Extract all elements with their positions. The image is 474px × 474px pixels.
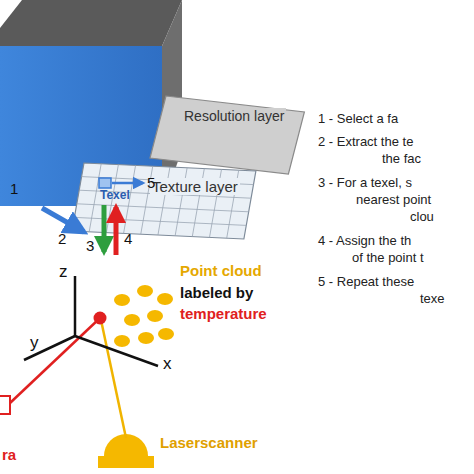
selected-point — [94, 312, 107, 325]
step-text: 3 - For a texel, s — [318, 176, 412, 191]
callout-number: 3 — [86, 237, 94, 254]
callout-number: 5 — [147, 174, 155, 191]
box-top-face — [0, 0, 182, 46]
point — [114, 335, 130, 347]
step-text: 2 - Extract the te — [318, 135, 413, 150]
point-cloud-label: labeled by — [180, 284, 253, 301]
point — [137, 285, 153, 297]
node-label: Texture layer — [150, 178, 240, 195]
axis-label: y — [30, 333, 39, 353]
node-label: Resolution layer — [182, 108, 286, 124]
step-text: 1 - Select a fa — [318, 112, 398, 127]
point-cloud-label: Point cloud — [180, 262, 262, 279]
projection-arrow — [42, 208, 84, 232]
tex-shape — [72, 163, 256, 239]
search-arrow — [102, 205, 107, 252]
step-text: of the point t — [352, 251, 424, 266]
step-text: nearest point — [356, 193, 431, 208]
point-cloud-label: temperature — [180, 305, 267, 322]
step-text: the fac — [382, 152, 421, 167]
camera-symbol — [0, 396, 10, 414]
step-text: texe — [420, 292, 445, 307]
resolution-layer-plane: Resolution layer — [150, 96, 304, 174]
scanner-base — [98, 456, 154, 468]
camera-label: ra — [2, 446, 16, 463]
point — [157, 293, 173, 305]
axis-label: z — [59, 262, 68, 282]
point — [114, 294, 130, 306]
callout-number: 4 — [124, 230, 132, 247]
texel-label: Texel — [100, 189, 130, 203]
step-text: 5 - Repeat these — [318, 275, 414, 290]
z-axis — [74, 276, 77, 336]
point — [147, 310, 163, 322]
point-cloud — [114, 285, 174, 347]
callout-number: 2 — [58, 230, 66, 247]
assign-arrow — [114, 207, 119, 255]
axis-label: x — [163, 354, 172, 374]
plane-outline — [72, 163, 256, 239]
node-label: Laserscanner — [158, 434, 260, 451]
plane-outline — [150, 96, 304, 174]
texture-layer-plane: Texture layer — [72, 163, 256, 239]
step-text: 4 - Assign the th — [318, 234, 411, 249]
laserscanner-node: Laserscanner — [92, 418, 266, 470]
texel-grid-line — [89, 164, 101, 232]
step-text: clou — [410, 210, 434, 225]
next-texel-arrow — [112, 182, 143, 185]
point — [138, 332, 154, 344]
point — [124, 314, 140, 326]
laserscanner-symbol — [98, 434, 154, 468]
camera-ray — [10, 318, 100, 403]
callout-number: 1 — [10, 180, 18, 197]
point — [158, 328, 174, 340]
texel-cell — [99, 178, 111, 188]
